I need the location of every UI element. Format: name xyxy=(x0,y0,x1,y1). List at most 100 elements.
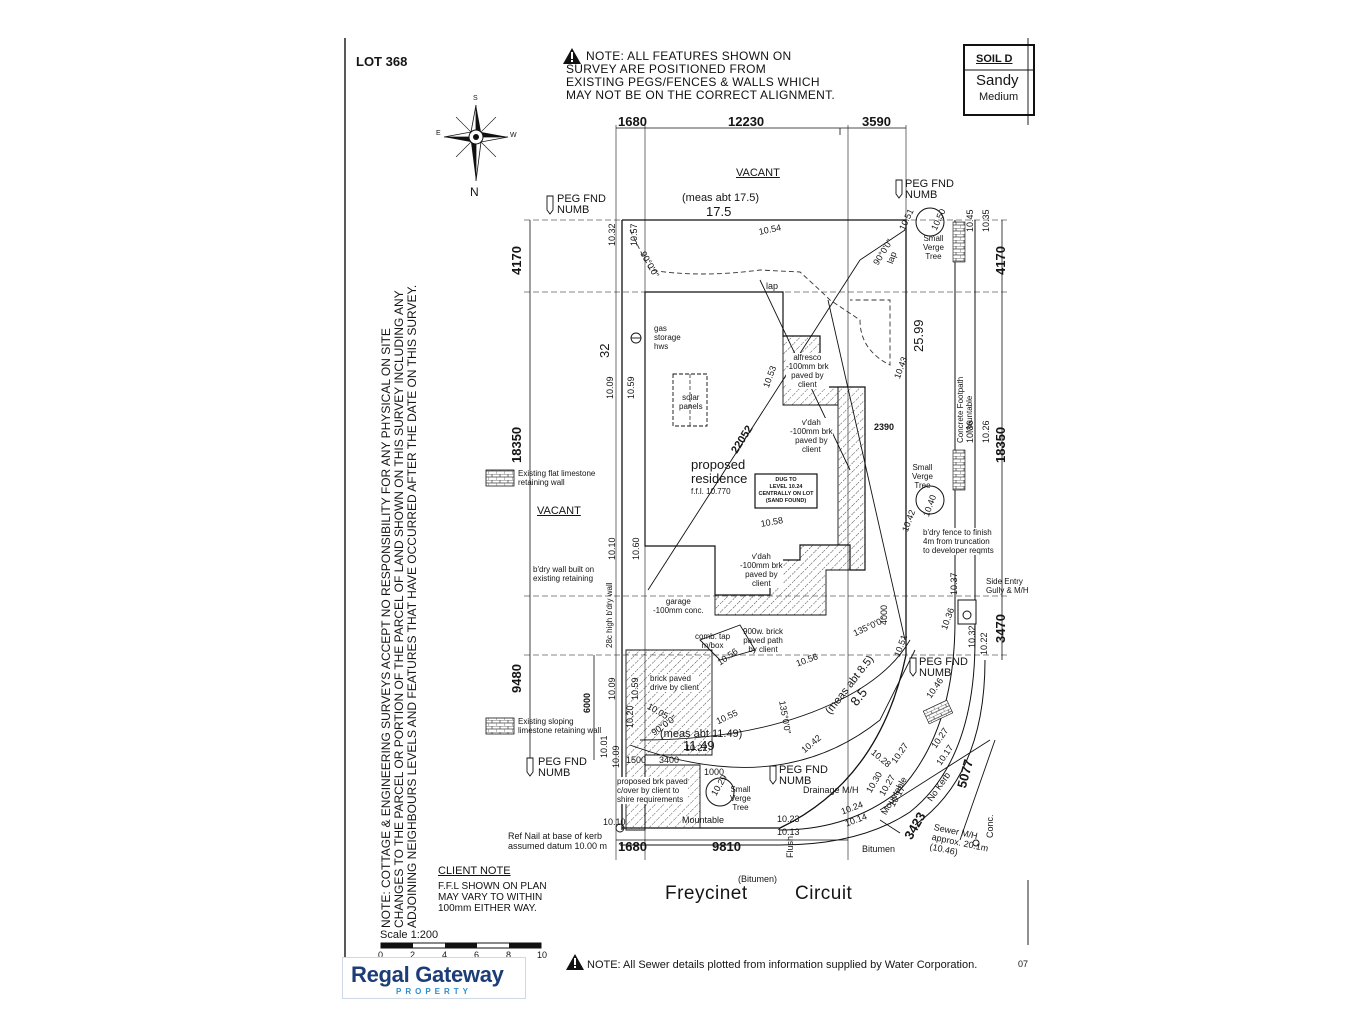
vertical-disclaimer: NOTE: COTTAGE & ENGINEERING SURVEYS ACCE… xyxy=(379,208,419,928)
ffl-label: f.f.l. 10.770 xyxy=(691,487,731,496)
dim-right-a: 4170 xyxy=(993,246,1008,275)
level-35: 10.22 xyxy=(685,743,708,753)
level-42: 10.23 xyxy=(777,814,800,824)
lap-label: lap xyxy=(766,281,779,291)
client-note-line-2: MAY VARY TO WITHIN xyxy=(438,892,543,903)
scale-tick-2: 4 xyxy=(442,950,448,960)
level-13: 10.26 xyxy=(981,420,991,443)
meas-11-49-value: 11.49 xyxy=(683,738,715,753)
scale-tick-4: 8 xyxy=(506,950,512,960)
logo-sub: PROPERTY xyxy=(395,987,472,996)
level-17: 10.60 xyxy=(631,537,641,560)
meas-11-49-label: (meas abt 11.49) xyxy=(660,728,743,740)
flush-label: Flush xyxy=(785,835,795,858)
level-5: 10.45 xyxy=(965,209,975,232)
vertical-note-3: ADJOINING NEIGHBOURS LEVELS AND FEATURES… xyxy=(405,284,419,928)
dim-1500: 1500 xyxy=(626,755,647,765)
level-34: 10.20 xyxy=(625,705,635,728)
bitumen-label: Bitumen xyxy=(862,844,896,854)
scale-bar xyxy=(380,942,542,949)
right-boundary: 25.99 xyxy=(911,319,926,352)
vacant-left: VACANT xyxy=(537,505,581,517)
bitumen-label-2: (Bitumen) xyxy=(738,874,778,884)
level-27: 10.59 xyxy=(630,677,640,700)
level-46: 10.09 xyxy=(611,745,621,768)
dim-1000: 1000 xyxy=(704,767,725,777)
top-note-line-1: NOTE: ALL FEATURES SHOWN ON xyxy=(586,49,792,63)
bottom-code: 07 xyxy=(1018,959,1029,969)
dim-left-b: 18350 xyxy=(509,426,524,463)
bottom-note: NOTE: All Sewer details plotted from inf… xyxy=(587,959,978,971)
logo-name: Regal Gateway xyxy=(351,962,504,987)
verge-kerb xyxy=(620,220,986,846)
client-note-line-3: 100mm EITHER WAY. xyxy=(438,903,537,914)
top-note-line-2: SURVEY ARE POSITIONED FROM xyxy=(566,62,767,76)
drainage-label: Drainage M/H xyxy=(803,785,859,795)
vacant-top: VACANT xyxy=(736,167,780,179)
level-26: 10.09 xyxy=(607,677,617,700)
bdry-wall-rot-label: 28c high b'dry wall xyxy=(605,582,614,648)
lot-number: LOT 368 xyxy=(356,54,408,69)
dim-right-b: 18350 xyxy=(993,426,1008,463)
top-meas-label: (meas abt 17.5) xyxy=(682,192,760,204)
level-23: 10.22 xyxy=(979,632,989,655)
scale-tick-1: 2 xyxy=(410,950,416,960)
peg-markers xyxy=(526,179,917,785)
client-note: CLIENT NOTE F.F.L SHOWN ON PLAN MAY VARY… xyxy=(438,865,547,915)
compass-s: S xyxy=(473,95,478,102)
dim-bottom-left: 1680 xyxy=(618,839,647,854)
level-9: 10.09 xyxy=(605,376,615,399)
level-1: 10.57 xyxy=(629,223,639,246)
street-name-1: Freycinet xyxy=(665,883,748,904)
dim-left-d: 6000 xyxy=(582,692,592,713)
mountable-label: Mountable xyxy=(682,815,725,825)
regal-gateway-logo: Regal Gateway PROPERTY xyxy=(342,957,526,999)
level-16: 10.10 xyxy=(607,537,617,560)
top-note-line-4: MAY NOT BE ON THE CORRECT ALIGNMENT. xyxy=(566,88,836,102)
soil-box xyxy=(963,44,1035,116)
soil-line-2: Medium xyxy=(979,91,1019,103)
level-10: 10.59 xyxy=(626,376,636,399)
north-arrow xyxy=(443,104,509,182)
scale-tick-5: 10 xyxy=(537,950,548,960)
dashed-outline xyxy=(629,229,891,366)
scale-tick-0: 0 xyxy=(378,950,384,960)
scale-label: Scale 1:200 xyxy=(380,929,439,941)
street-name-2: Circuit xyxy=(795,883,853,904)
garage-label: garage-100mm conc. xyxy=(653,597,704,615)
dim-right-c: 3470 xyxy=(993,614,1008,643)
dim-left-a: 4170 xyxy=(509,246,524,275)
compass-e: E xyxy=(436,130,441,137)
soil-line-1: Sandy xyxy=(976,72,1019,89)
top-note: NOTE: ALL FEATURES SHOWN ON SURVEY ARE P… xyxy=(566,50,866,102)
dim-left-c: 9480 xyxy=(509,664,524,693)
client-note-title: CLIENT NOTE xyxy=(438,865,511,877)
dim-top-right: 3590 xyxy=(862,114,891,129)
dim-bottom-middle: 9810 xyxy=(712,839,741,854)
level-45: 10.01 xyxy=(599,735,609,758)
retaining-wall-symbols xyxy=(485,469,515,735)
soil-title: SOIL D xyxy=(976,53,1013,65)
dimension-lines xyxy=(529,127,1003,841)
warning-icons xyxy=(563,48,584,970)
dim-2390: 2390 xyxy=(874,422,895,432)
